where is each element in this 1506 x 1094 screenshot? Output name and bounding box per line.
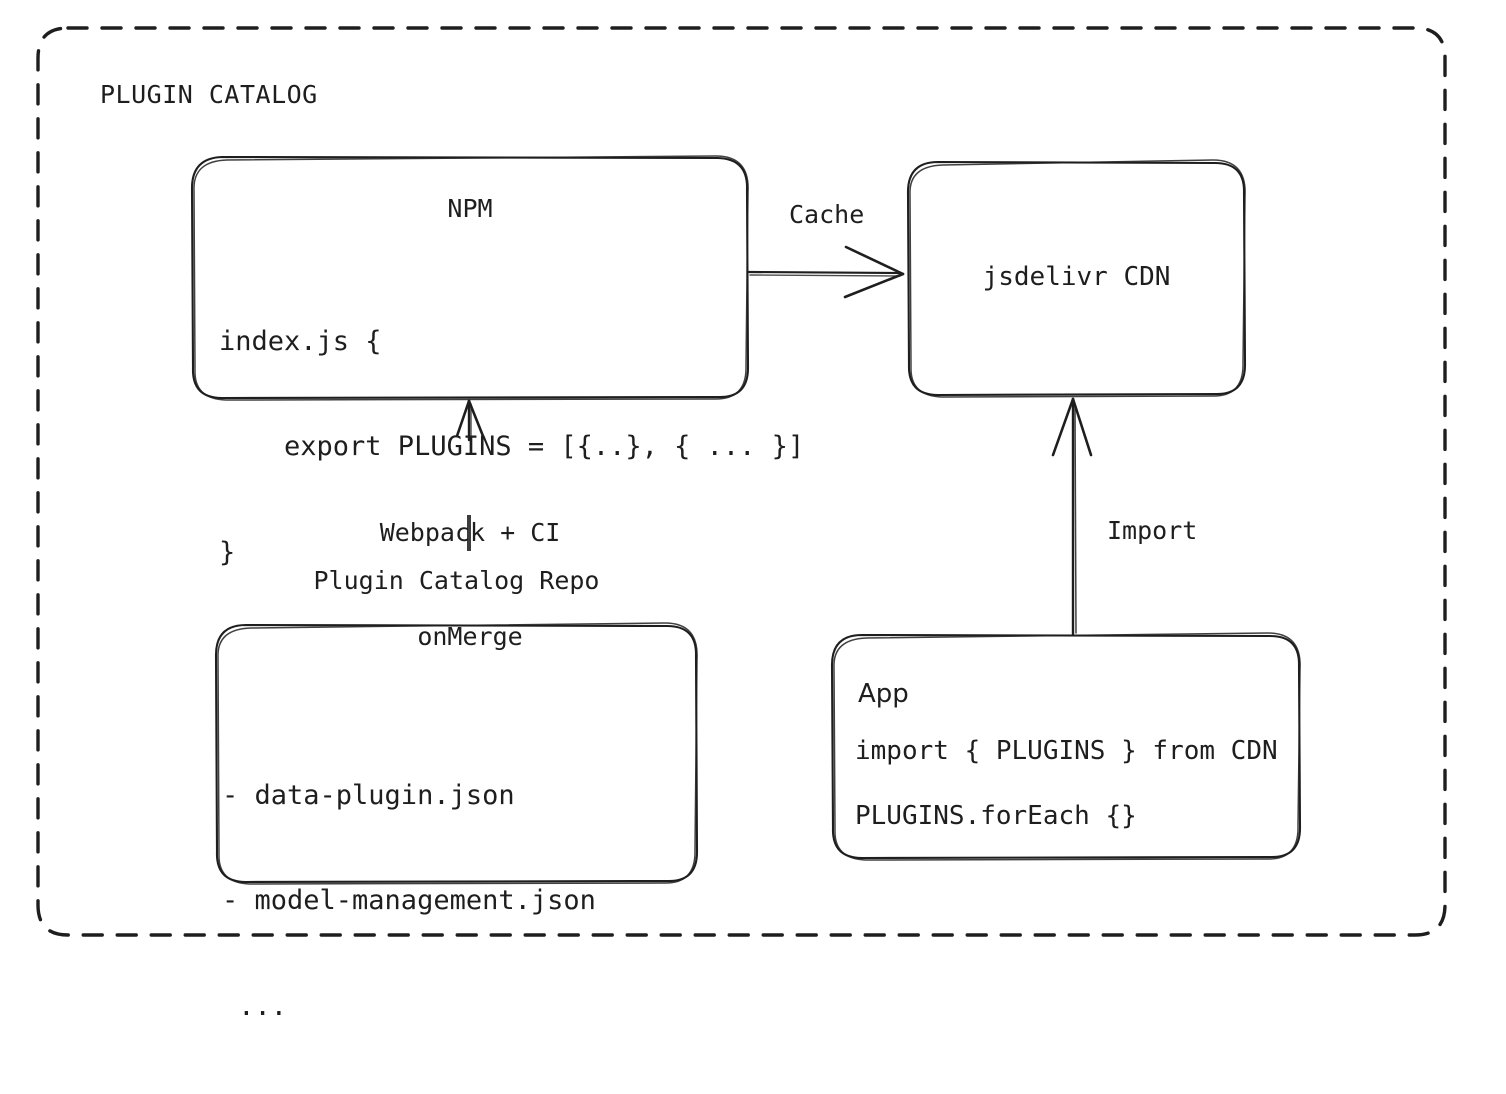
group-title: PLUGIN CATALOG	[100, 80, 318, 109]
edge-import-arrow	[1051, 397, 1093, 636]
repo-node-file-list: - data-plugin.json - model-management.js…	[222, 708, 596, 1094]
repo-file-line-2: - model-management.json	[222, 885, 596, 917]
app-code-line-1: import { PLUGINS } from CDN	[855, 736, 1278, 766]
npm-node-code: index.js { export PLUGINS = [{..}, { ...…	[219, 254, 804, 640]
npm-node-title: NPM	[447, 194, 493, 223]
edge-build-label: Webpack + CI onMerge	[340, 447, 600, 723]
repo-file-line-1: - data-plugin.json	[222, 780, 515, 812]
edge-cache-label: Cache	[789, 200, 865, 229]
repo-node-label: Plugin Catalog Repo	[313, 566, 600, 595]
diagram-canvas: PLUGIN CATALOG NPM index.js { export PLU…	[36, 26, 1447, 1022]
app-code-line-2: PLUGINS.forEach {}	[855, 801, 1137, 831]
repo-file-line-3: ...	[222, 990, 288, 1022]
npm-code-line-1: index.js {	[219, 326, 382, 358]
edge-build-label-line-1: Webpack + CI	[379, 518, 561, 547]
edge-build-label-line-2: onMerge	[417, 621, 523, 651]
npm-code-line-3: }	[219, 536, 236, 568]
npm-code-line-2: export PLUGINS = [{..}, { ... }]	[219, 431, 805, 463]
edge-import-label: Import	[1107, 516, 1198, 545]
cdn-node-title: jsdelivr CDN	[982, 262, 1171, 292]
app-node-title: App	[858, 679, 909, 709]
